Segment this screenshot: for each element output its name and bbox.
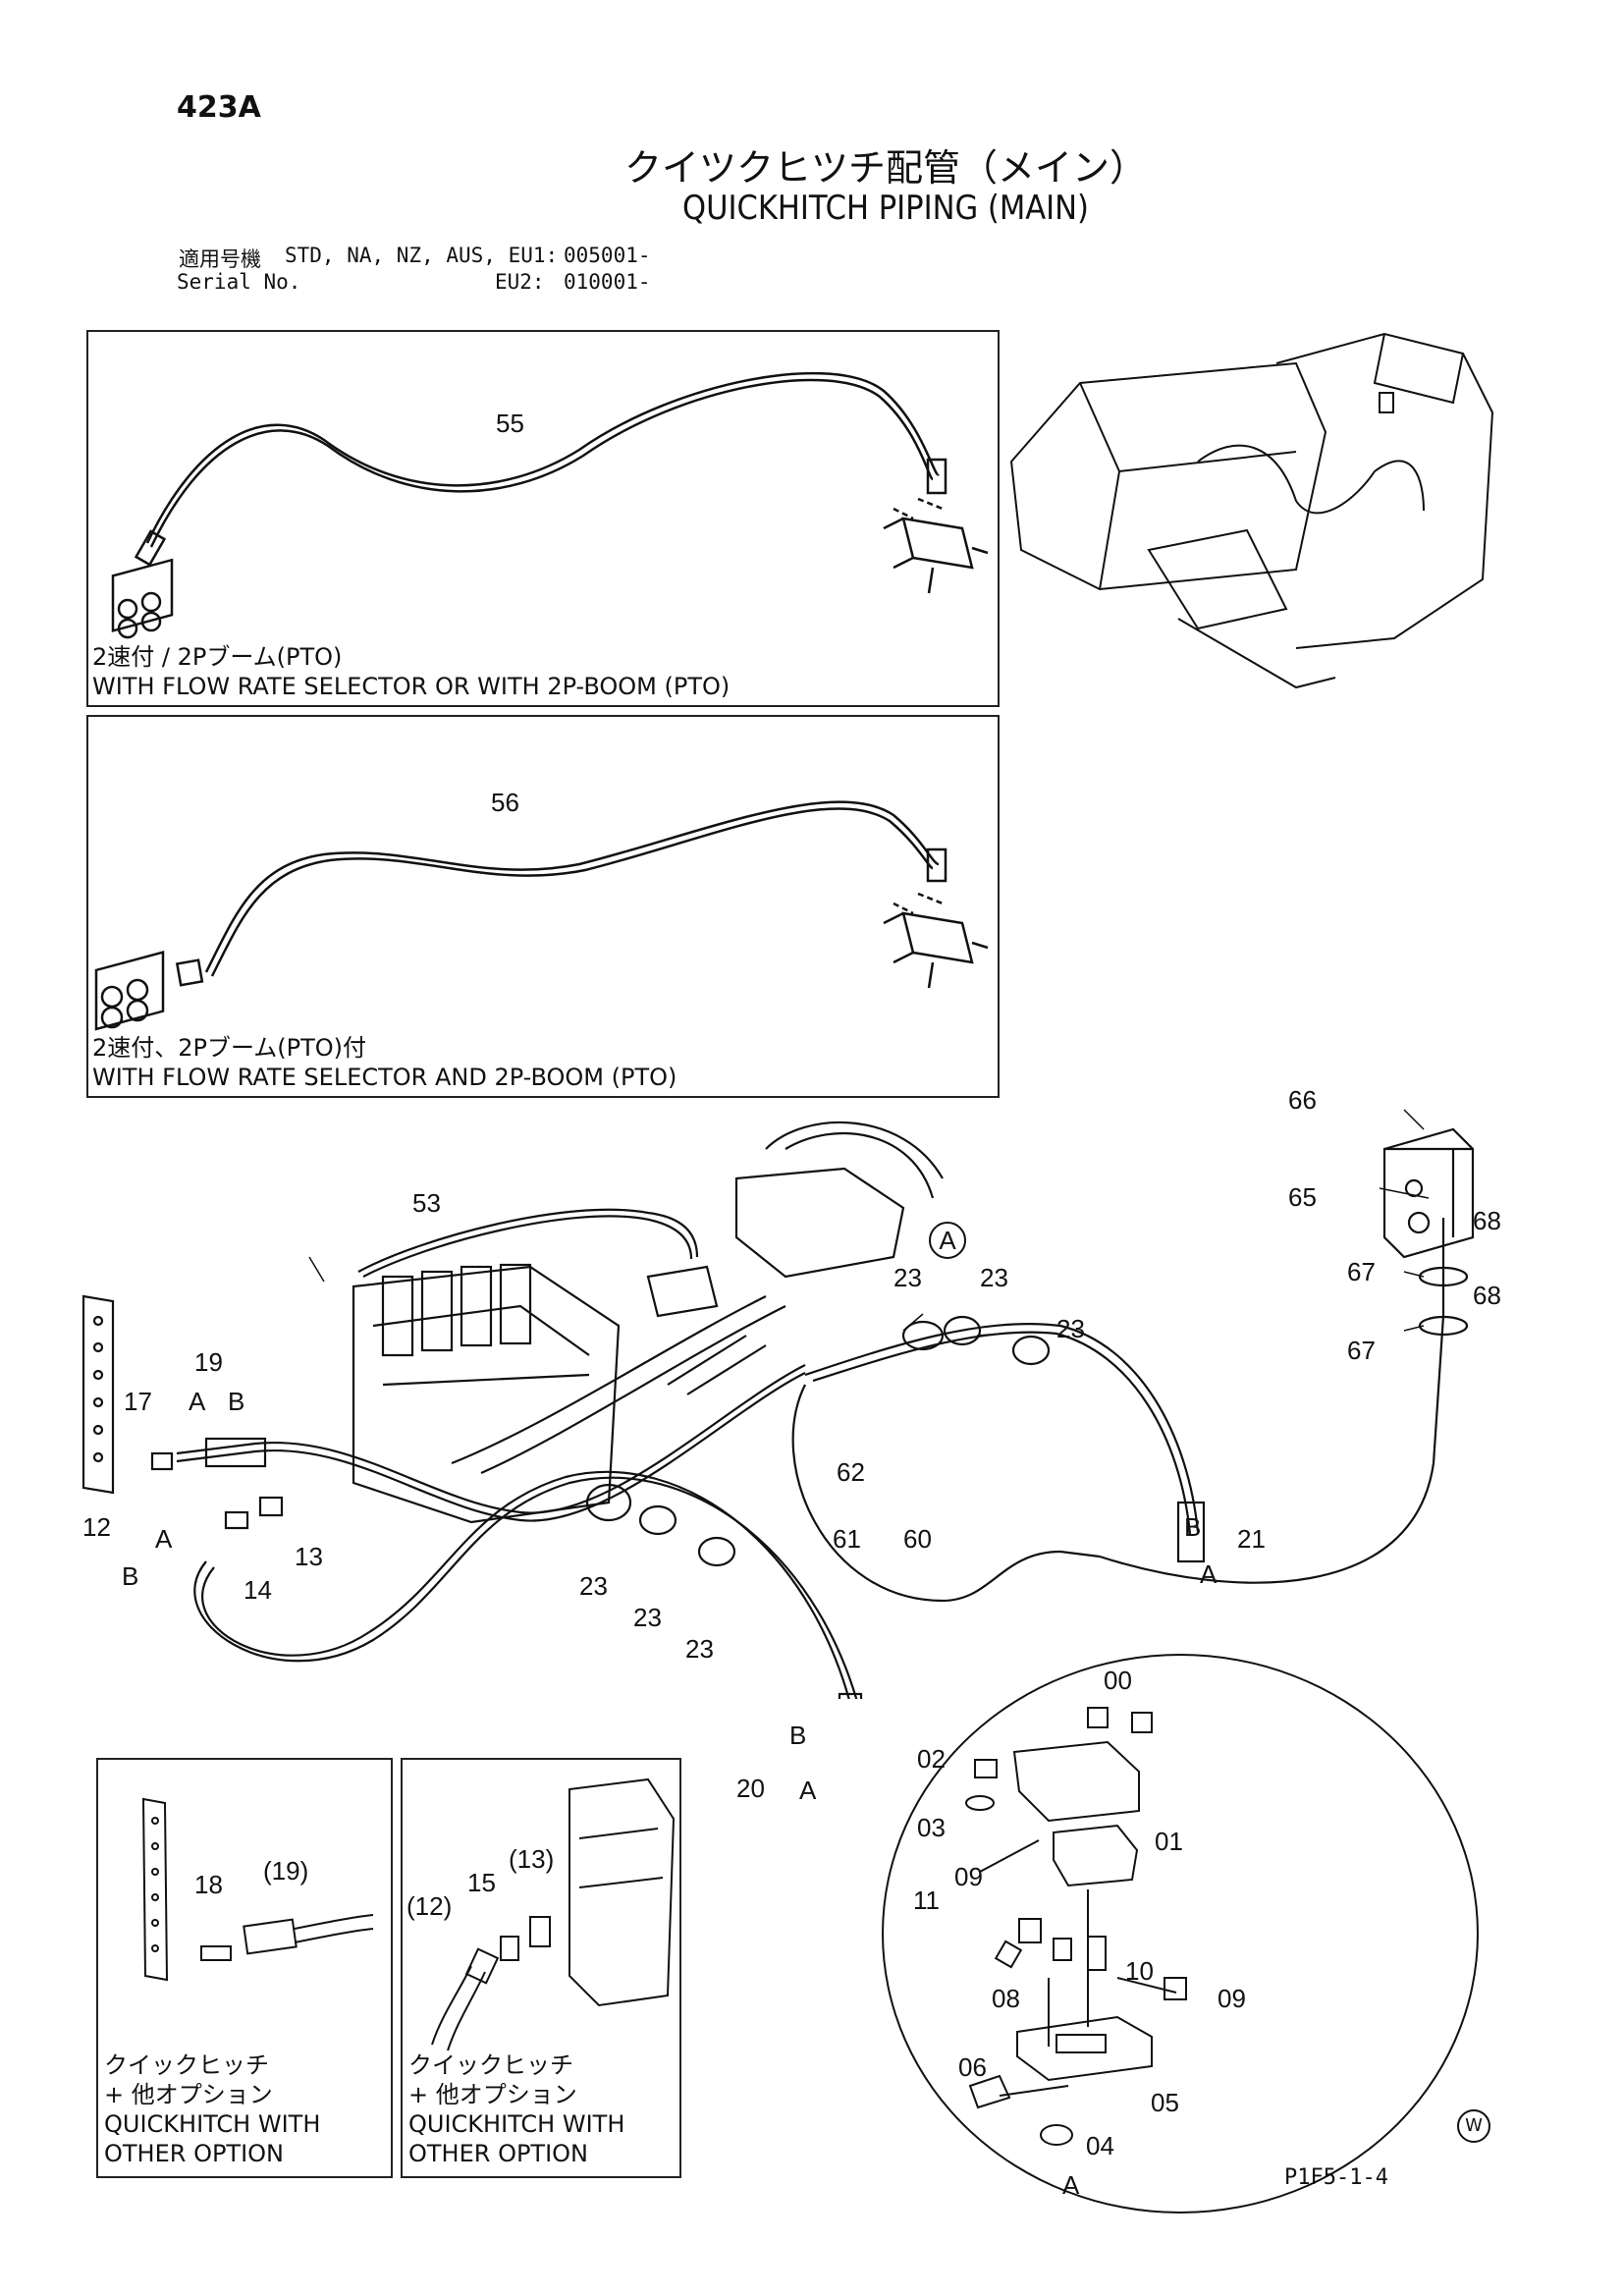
label-part-65: 65 [1288,1182,1317,1212]
caption-top-jp: 2速付 / 2Pブーム(PTO) [92,643,343,671]
label-part-67-lower: 67 [1347,1336,1376,1365]
panel-middle: 56 2速付、2Pブーム(PTO)付 WITH FLOW RATE SELECT… [86,715,1000,1098]
caption-option1-en-1: QUICKHITCH WITH [104,2110,321,2138]
label-part-01: 01 [1155,1827,1183,1856]
label-part-23-f: 23 [685,1634,714,1664]
label-19-b: B [228,1387,245,1416]
hose-55-drawing [111,371,989,639]
hose-56-drawing [94,800,989,1031]
label-part-04: 04 [1086,2131,1114,2160]
label-part-19: 19 [194,1347,223,1377]
label-detail-a: A [1062,2170,1080,2200]
label-part-14: 14 [244,1575,272,1605]
label-part-17: 17 [124,1387,152,1416]
callout-a-label: A [939,1226,956,1255]
caption-middle-jp: 2速付、2Pブーム(PTO)付 [92,1034,367,1062]
caption-option1-jp-1: クイックヒッチ [104,2051,269,2079]
label-part-13: 13 [295,1542,323,1571]
label-21-a: A [1200,1559,1218,1589]
label-part-23-b: 23 [980,1263,1008,1292]
label-21-b: B [1184,1512,1202,1542]
caption-option1-jp-2: + 他オプション [104,2081,273,2108]
label-part-53: 53 [412,1188,441,1218]
page-title-en: QUICKHITCH PIPING (MAIN) [682,189,1089,228]
label-part-11: 11 [913,1886,940,1915]
label-part-67-upper: 67 [1347,1257,1376,1286]
label-part-05: 05 [1151,2088,1179,2117]
label-part-09-left: 09 [954,1862,983,1891]
panel-top: 55 2速付 / 2Pブーム(PTO) WITH FLOW RATE SELEC… [86,330,1000,707]
label-part-12: 12 [82,1512,111,1542]
label-part-13-ref: (13) [509,1844,555,1874]
label-part-23-e: 23 [633,1603,662,1632]
label-part-68-lower: 68 [1473,1281,1501,1310]
label-part-56: 56 [491,788,519,817]
label-part-00: 00 [1104,1666,1132,1695]
label-part-08: 08 [992,1984,1020,2013]
bracket-holes [92,1315,104,1463]
drawing-code: P1F5-1-4 [1284,2165,1388,2190]
serial-value-2: 010001- [564,270,651,294]
label-12-b: B [122,1561,139,1591]
detail-a-drawing [965,1707,1187,2146]
option-1-drawing [141,1797,374,1982]
serial-label-en: Serial No. [177,270,301,294]
label-part-09-right: 09 [1218,1984,1246,2013]
watermark-letter: W [1465,2115,1483,2136]
label-part-66: 66 [1288,1085,1317,1115]
label-part-62: 62 [837,1457,865,1487]
label-part-02: 02 [917,1744,946,1774]
option-2-drawing [431,1777,676,2051]
label-part-19-ref: (19) [263,1856,309,1886]
page-title-jp: クイツクヒツチ配管（メイン） [623,146,1147,190]
label-20-b: B [789,1721,807,1750]
serial-label-jp: 適用号機 [179,247,261,271]
label-part-23-c: 23 [1056,1314,1085,1343]
label-part-23-d: 23 [579,1571,608,1601]
label-part-12-ref: (12) [406,1891,453,1921]
panel-bottom-left-1: 18 (19) クイックヒッチ + 他オプション QUICKHITCH WITH… [96,1758,393,2178]
caption-option1-en-2: OTHER OPTION [104,2140,285,2167]
page-number: 423A [177,90,261,125]
detail-a-ellipse [882,1654,1479,2214]
label-part-61: 61 [833,1524,861,1554]
caption-option2-jp-2: + 他オプション [408,2081,577,2108]
label-part-06: 06 [958,2052,987,2082]
label-part-21: 21 [1237,1524,1266,1554]
label-part-15: 15 [467,1868,496,1897]
label-part-60: 60 [903,1524,932,1554]
label-20-a: A [799,1776,817,1805]
serial-value-1: 005001- [564,244,651,267]
label-part-55: 55 [496,409,524,438]
machine-overview-drawing [1009,332,1494,689]
label-part-68-upper: 68 [1473,1206,1501,1235]
caption-option2-jp-1: クイックヒッチ [408,2051,573,2079]
callout-a-circle: A [929,1222,966,1259]
label-12-a: A [155,1524,173,1554]
caption-top-en: WITH FLOW RATE SELECTOR OR WITH 2P-BOOM … [92,673,731,700]
serial-models-1: STD, NA, NZ, AUS, EU1: [285,244,559,267]
serial-models-2: EU2: [495,270,545,294]
label-part-18: 18 [194,1870,223,1899]
label-19-a: A [189,1387,206,1416]
main-assembly-drawing [81,1109,1475,1699]
caption-option2-en-2: OTHER OPTION [408,2140,589,2167]
panel-bottom-left-2: (12) 15 (13) クイックヒッチ + 他オプション QUICKHITCH… [401,1758,681,2178]
caption-option2-en-1: QUICKHITCH WITH [408,2110,625,2138]
caption-middle-en: WITH FLOW RATE SELECTOR AND 2P-BOOM (PTO… [92,1064,677,1091]
label-part-20: 20 [736,1774,765,1803]
label-part-23-a: 23 [893,1263,922,1292]
watermark-circle: W [1457,2109,1490,2143]
label-part-10: 10 [1125,1956,1154,1986]
label-part-03: 03 [917,1813,946,1842]
